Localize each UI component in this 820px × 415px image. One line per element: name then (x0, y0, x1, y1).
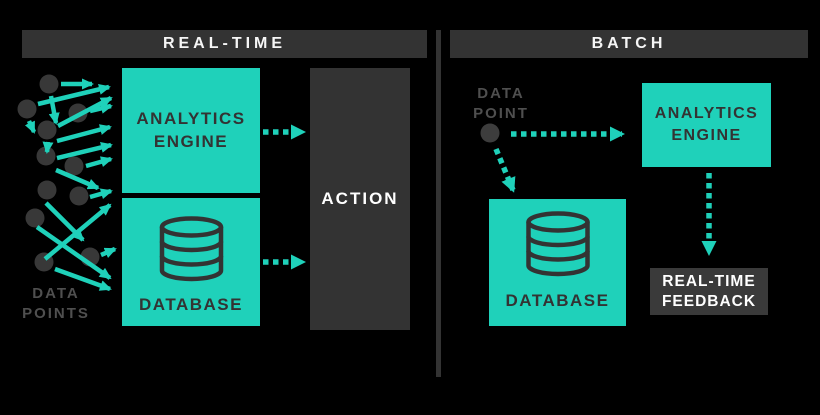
data-point-dot (480, 123, 500, 143)
batch-database-box: DATABASE (489, 199, 626, 326)
database-icon (525, 211, 590, 277)
arrow-datapoint-to-database (493, 147, 516, 193)
database-icon (159, 216, 223, 282)
feedback-label: REAL-TIME FEEDBACK (661, 272, 757, 310)
batch-header-label: BATCH (591, 35, 667, 52)
action-label: ACTION (321, 189, 399, 208)
realtime-panel-header: REAL-TIME (22, 30, 427, 58)
data-point-label: DATA POINT (473, 85, 529, 122)
data-points-label: DATA POINTS (22, 285, 90, 322)
analytics-engine-label: ANALYTICS ENGINE (136, 108, 246, 151)
realtime-header-label: REAL-TIME (162, 35, 287, 52)
batch-analytics-engine-box: ANALYTICS ENGINE (642, 83, 771, 167)
action-box: ACTION (310, 68, 410, 330)
realtime-database-box: DATABASE (122, 198, 260, 326)
dotted-flow-arrows (263, 124, 717, 270)
data-point-arrows (24, 78, 117, 292)
data-points-cluster (17, 74, 117, 292)
panel-divider (436, 30, 441, 377)
realtime-feedback-box: REAL-TIME FEEDBACK (650, 268, 768, 315)
realtime-analytics-engine-box: ANALYTICS ENGINE (122, 68, 260, 193)
database-label: DATABASE (505, 291, 610, 310)
database-label: DATABASE (139, 295, 243, 314)
analytics-engine-label: ANALYTICS ENGINE (654, 105, 759, 144)
batch-panel-header: BATCH (450, 30, 808, 58)
